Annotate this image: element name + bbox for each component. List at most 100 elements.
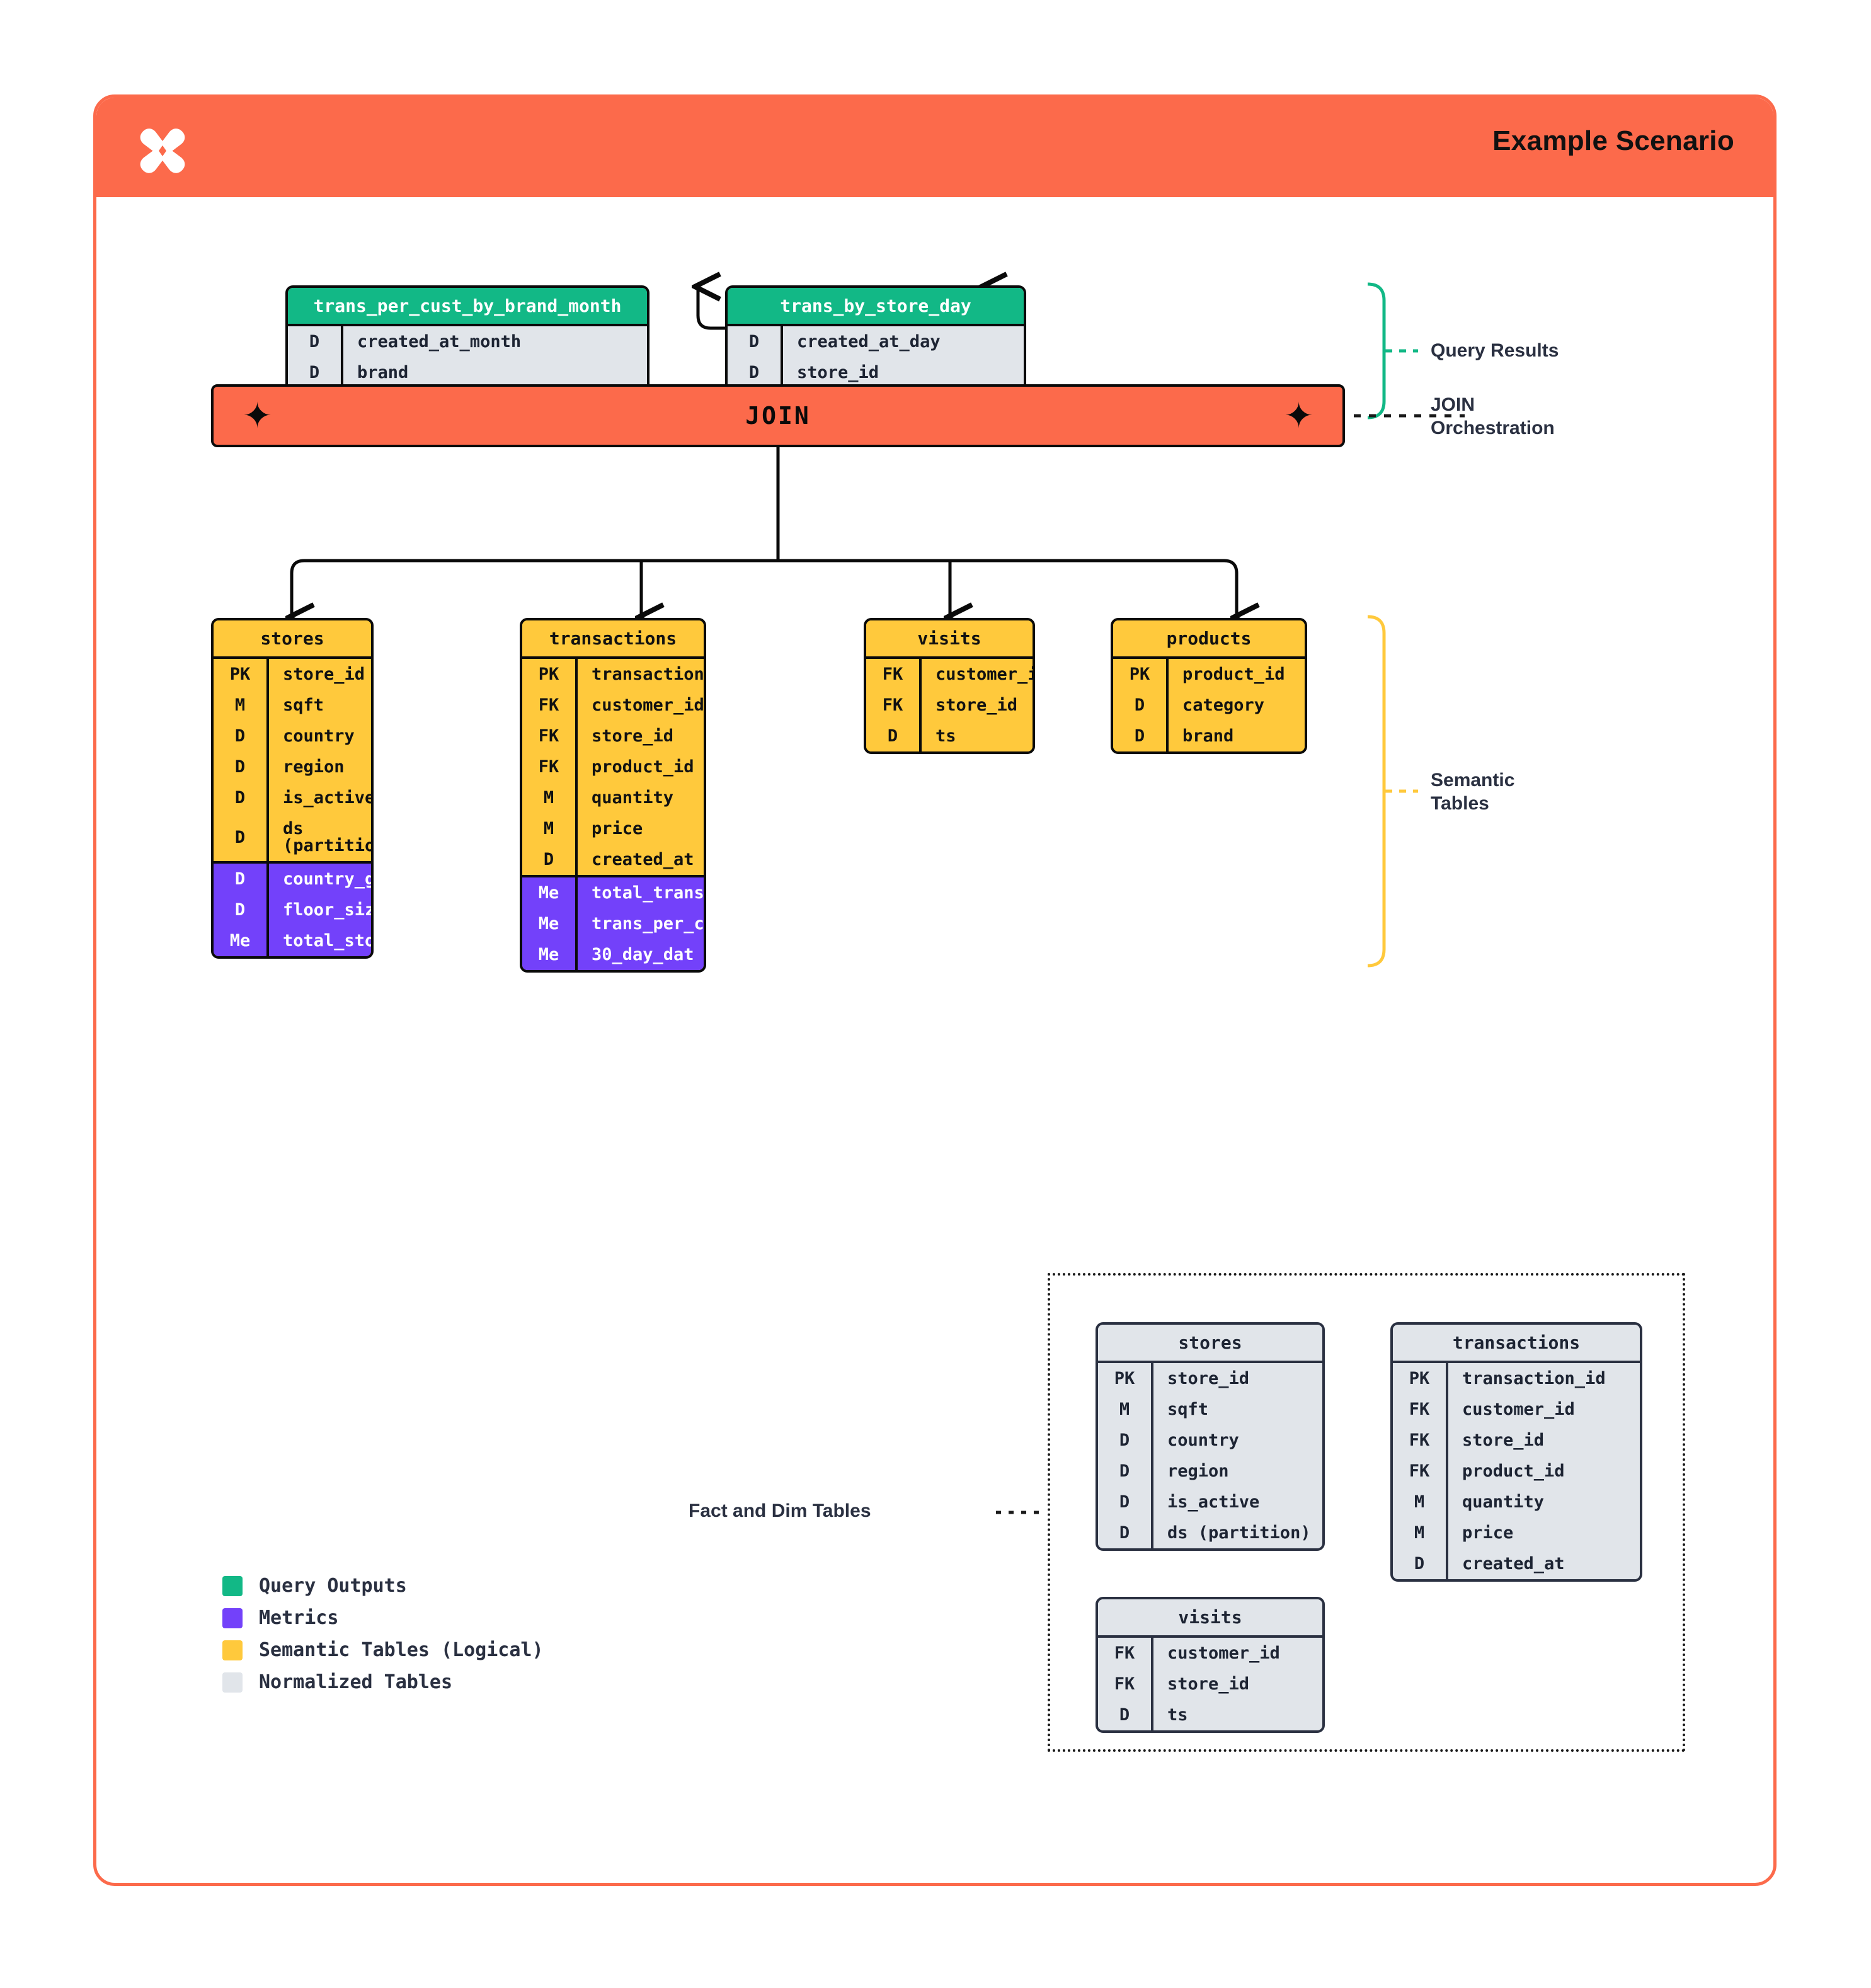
row-value: quantity (1446, 1487, 1640, 1517)
legend-item: Normalized Tables (222, 1671, 544, 1693)
row-key: FK (1114, 1674, 1135, 1694)
table-row: D brand (288, 357, 647, 388)
row-key: D (234, 900, 246, 920)
row-key: FK (1409, 1431, 1430, 1450)
row-value: created_at (1446, 1548, 1640, 1579)
row-value: price (575, 813, 704, 844)
annotation-line-2: Tables (1431, 792, 1489, 814)
row-value: customer_id (1446, 1394, 1640, 1425)
row-key: M (1414, 1523, 1425, 1543)
row-key: FK (538, 757, 559, 777)
row-value: total_transactions (575, 877, 704, 908)
row-value: created_at_month (341, 326, 647, 357)
row-key: PK (1114, 1369, 1135, 1388)
annotation-semantic-tables: Semantic Tables (1431, 769, 1514, 815)
diagram-card: Example Scenario (93, 94, 1777, 1886)
row-key: M (543, 819, 554, 838)
join-label: JOIN (745, 402, 811, 430)
row-key: D (1119, 1705, 1130, 1725)
row-value: transaction_id (1446, 1363, 1640, 1394)
sparkle-icon: ✦ (1284, 396, 1313, 435)
row-key: D (309, 363, 320, 382)
row-value: category (1166, 690, 1305, 721)
table-row: Dds (partition) (214, 813, 371, 861)
annotation-query-results: Query Results (1431, 340, 1559, 361)
annotation-fact-and-dim-tables: Fact and Dim Tables (689, 1500, 871, 1521)
row-key: Me (538, 914, 559, 934)
row-key: M (1119, 1400, 1130, 1419)
row-key: D (1134, 726, 1145, 746)
row-key: D (234, 788, 246, 808)
sparkle-icon: ✦ (243, 396, 272, 435)
legend-label: Semantic Tables (Logical) (259, 1639, 544, 1661)
row-value: product_id (575, 751, 704, 782)
table-title: visits (866, 620, 1033, 656)
row-value: created_at (575, 844, 704, 875)
table-title: visits (1098, 1599, 1322, 1635)
join-orchestration-bar[interactable]: ✦ JOIN ✦ (211, 384, 1345, 447)
row-key: D (234, 726, 246, 746)
row-value: price (1446, 1517, 1640, 1548)
x-star-logo-icon (140, 129, 185, 173)
table-row: FK product_id (522, 751, 704, 782)
row-key: PK (229, 665, 251, 684)
row-value: store_id (1151, 1363, 1322, 1394)
row-key: D (1414, 1554, 1425, 1574)
row-key: D (234, 757, 246, 777)
row-key: FK (1409, 1461, 1430, 1481)
row-value: region (1151, 1456, 1322, 1487)
row-key: FK (882, 665, 903, 684)
row-key: D (234, 827, 246, 847)
dimension-group: D created_at_month D brand (288, 326, 647, 388)
dimension-group: D created_at_day D store_id (728, 326, 1024, 388)
row-key: D (1119, 1461, 1130, 1481)
row-value: product_id (1446, 1456, 1640, 1487)
row-key: PK (538, 665, 559, 684)
legend-item: Semantic Tables (Logical) (222, 1639, 544, 1661)
fact-dim-group-box (1048, 1273, 1685, 1752)
legend-item: Query Outputs (222, 1575, 544, 1597)
row-key: D (887, 726, 898, 746)
row-value: is_active (266, 782, 371, 813)
annotation-line-1: JOIN (1431, 394, 1475, 415)
row-value: product_id (1166, 659, 1305, 690)
annotation-line-1: Semantic (1431, 770, 1515, 791)
row-value: ds (partition) (1151, 1517, 1322, 1548)
table-title: products (1113, 620, 1305, 656)
legend-item: Metrics (222, 1607, 544, 1629)
row-key: Me (229, 931, 251, 951)
legend-label: Metrics (259, 1607, 339, 1629)
row-key: FK (882, 695, 903, 715)
table-row: D store_id (728, 357, 1024, 388)
row-key: D (748, 363, 760, 382)
table-row: D created_at_month (288, 326, 647, 357)
row-value: brand (341, 357, 647, 388)
